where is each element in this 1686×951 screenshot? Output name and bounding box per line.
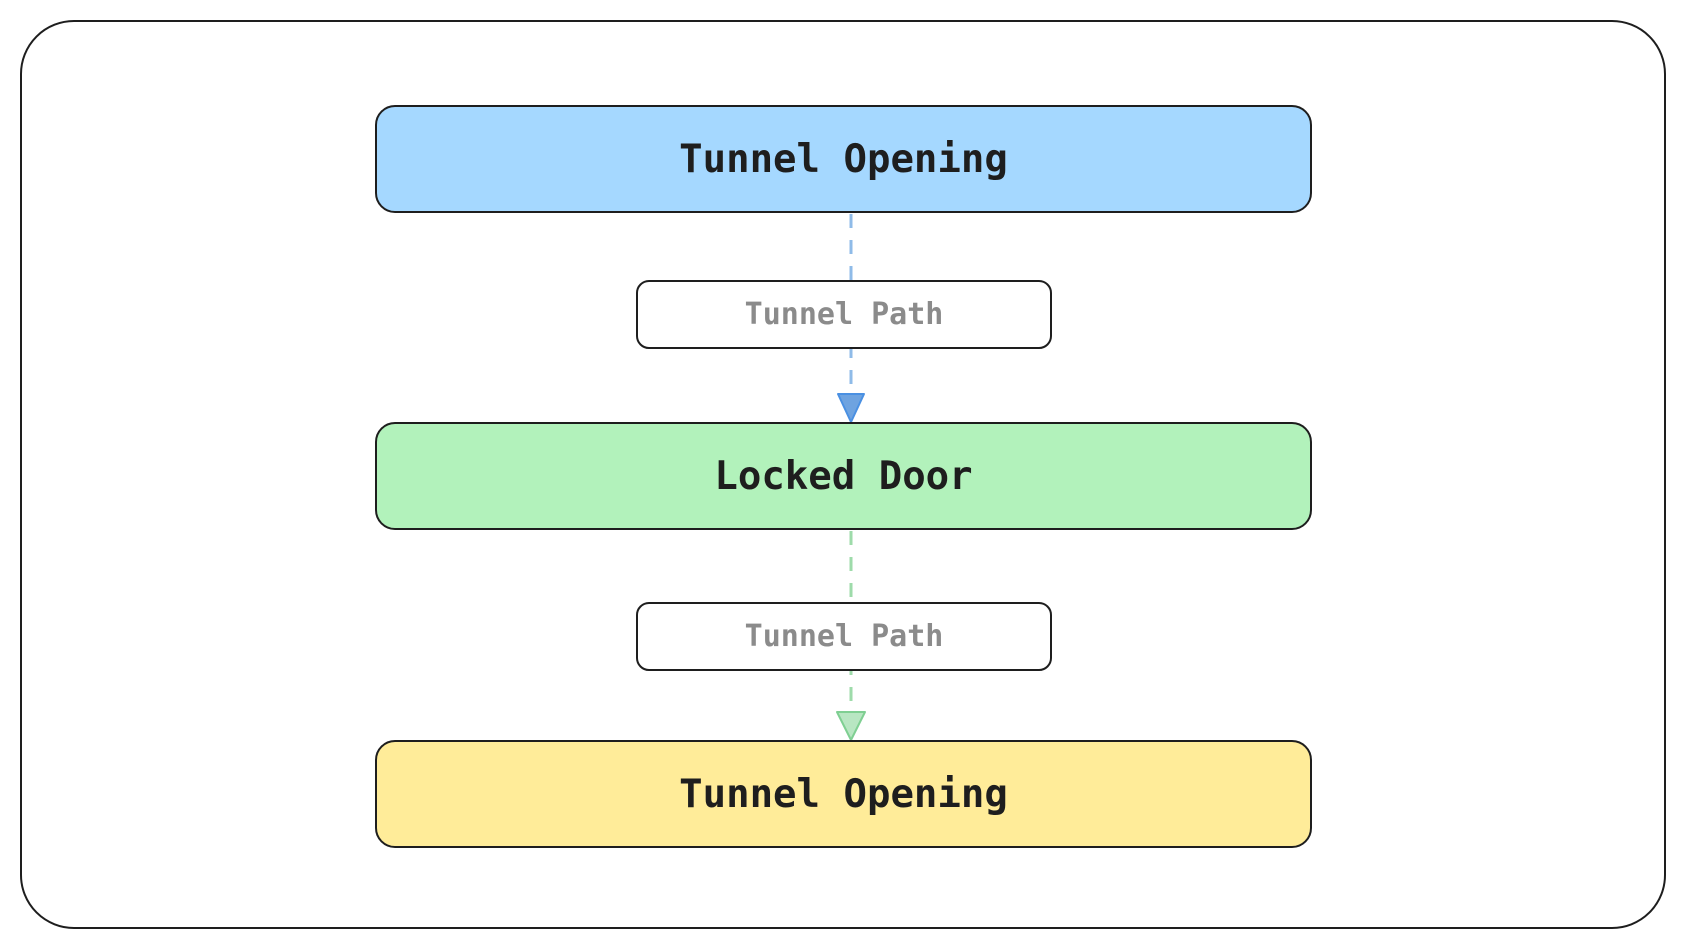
edge-label-text: Tunnel Path	[744, 619, 944, 654]
node-tunnel-opening-bottom[interactable]: Tunnel Opening	[375, 740, 1312, 848]
node-tunnel-opening-top[interactable]: Tunnel Opening	[375, 105, 1312, 213]
arrowhead-2	[836, 711, 866, 741]
node-locked-door[interactable]: Locked Door	[375, 422, 1312, 530]
edge-label-text: Tunnel Path	[744, 297, 944, 332]
node-label: Locked Door	[714, 453, 973, 499]
node-label: Tunnel Opening	[679, 771, 1008, 817]
node-label: Tunnel Opening	[679, 136, 1008, 182]
arrowhead-1	[837, 393, 865, 423]
edge-label-2[interactable]: Tunnel Path	[636, 602, 1052, 671]
edge-label-1[interactable]: Tunnel Path	[636, 280, 1052, 349]
